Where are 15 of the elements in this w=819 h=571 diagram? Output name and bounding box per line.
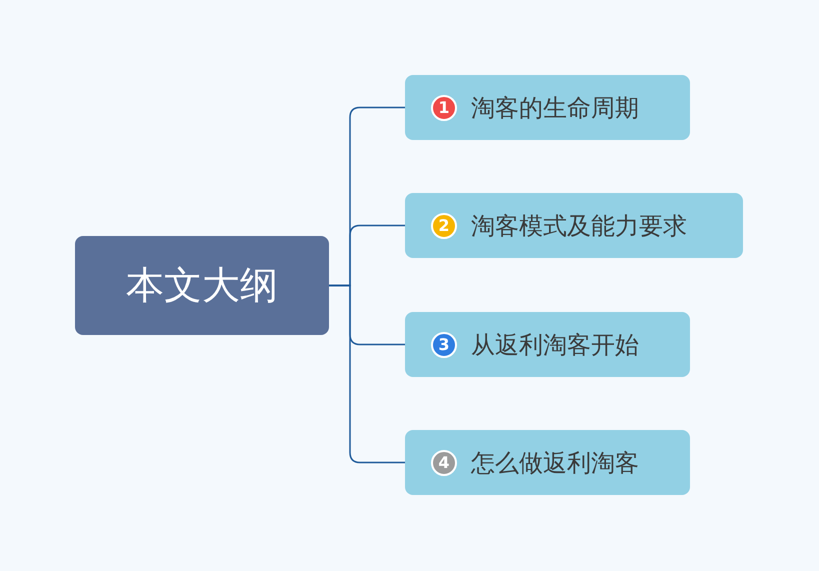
subtopic-label: 怎么做返利淘客 <box>471 448 639 478</box>
subtopic-label: 淘客模式及能力要求 <box>471 210 687 242</box>
subtopic-box <box>405 312 690 377</box>
number-badge: 2 <box>431 212 457 238</box>
topic-box <box>75 236 329 335</box>
number-badge: 1 <box>431 94 457 120</box>
subtopic-box <box>405 75 690 140</box>
subtopic-box <box>405 193 743 258</box>
subtopic-label: 从返利淘客开始 <box>471 330 639 360</box>
connector-line <box>329 284 405 464</box>
number-badge: 3 <box>431 332 457 358</box>
number-badge: 4 <box>431 450 457 476</box>
subtopic-box <box>405 430 690 495</box>
subtopic-label: 淘客的生命周期 <box>471 92 639 124</box>
topic-title: 本文大纲 <box>126 262 278 309</box>
